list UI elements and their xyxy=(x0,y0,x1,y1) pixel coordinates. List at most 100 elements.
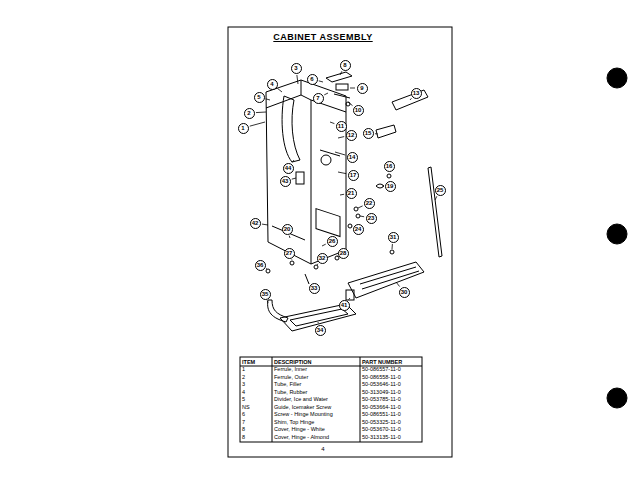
table-cell: Tube, Filler xyxy=(274,381,301,388)
table-header: ITEM xyxy=(242,359,255,366)
table-cell: 5 xyxy=(242,396,245,403)
divider xyxy=(296,172,304,184)
table-cell: Tube, Rubber xyxy=(274,389,307,396)
leader-line xyxy=(340,194,344,196)
leader-line xyxy=(291,259,292,261)
table-cell: 8 xyxy=(242,434,245,441)
leader-line xyxy=(360,216,364,218)
table-cell: 4 xyxy=(242,389,245,396)
leader-line xyxy=(319,81,323,82)
leader-line xyxy=(289,236,291,238)
callout-number: 20 xyxy=(282,224,293,235)
table-cell: Guide, Icemaker Screw xyxy=(274,404,331,411)
parts-table-rules xyxy=(240,357,422,442)
leader-line xyxy=(297,75,298,84)
filler-tube xyxy=(282,96,300,162)
top-hinge xyxy=(326,72,352,106)
callout-number: 15 xyxy=(363,128,374,139)
leader-line xyxy=(277,88,282,92)
table-cell: 50-053325-11-0 xyxy=(362,419,401,426)
callout-number: 21 xyxy=(346,188,357,199)
bracket xyxy=(376,125,396,138)
table-cell: 7 xyxy=(242,419,245,426)
punch-hole xyxy=(607,388,627,408)
rod xyxy=(428,167,442,257)
leader-line xyxy=(330,122,334,124)
callout-number: 7 xyxy=(313,93,324,104)
table-cell: Ferrule, Inner xyxy=(274,366,307,373)
callout-number: 17 xyxy=(348,170,359,181)
page-frame xyxy=(228,27,452,457)
leader-line xyxy=(358,206,363,208)
callout-number: 22 xyxy=(364,198,375,209)
callout-number: 6 xyxy=(307,74,318,85)
callout-number: 27 xyxy=(284,248,295,259)
callout-number: 28 xyxy=(338,248,349,259)
callout-number: 5 xyxy=(254,92,265,103)
leader-line xyxy=(292,178,296,179)
leader-line xyxy=(392,244,393,249)
leader-line xyxy=(350,88,355,89)
leader-line xyxy=(382,186,383,187)
leader-line xyxy=(324,93,328,95)
callout-number: 30 xyxy=(399,287,410,298)
table-cell: 50-053664-11-0 xyxy=(362,404,401,411)
callout-number: 10 xyxy=(353,105,364,116)
callout-number: 16 xyxy=(384,161,395,172)
callout-number: 34 xyxy=(315,325,326,336)
punch-hole xyxy=(607,68,627,88)
table-cell: 50-313135-11-0 xyxy=(362,434,401,441)
callout-number: 12 xyxy=(346,130,357,141)
table-cell: Divider, Ice and Water xyxy=(274,396,328,403)
grille xyxy=(346,262,424,300)
leader-line xyxy=(250,122,265,126)
table-header: PART NUMBER xyxy=(362,359,402,366)
callout-number: 9 xyxy=(357,83,368,94)
table-header: DESCRIPTION xyxy=(274,359,312,366)
table-cell: 6 xyxy=(242,411,245,418)
table-cell: 50-086557-11-0 xyxy=(362,366,401,373)
table-cell: Ferrule, Outer xyxy=(274,374,308,381)
table-cell: 50-053670-11-0 xyxy=(362,426,401,433)
callout-number: 42 xyxy=(250,218,261,229)
leader-line xyxy=(349,298,350,300)
callout-number: 26 xyxy=(327,236,338,247)
callout-number: 43 xyxy=(280,176,291,187)
table-cell: Shim, Top Hinge xyxy=(274,419,314,426)
table-cell: 50-313049-11-0 xyxy=(362,389,401,396)
table-cell: 50-086558-11-0 xyxy=(362,374,401,381)
leader-line xyxy=(318,322,319,323)
callout-number: 19 xyxy=(385,181,396,192)
table-cell: Screw - Hinge Mounting xyxy=(274,411,333,418)
callout-number: 25 xyxy=(435,185,446,196)
punch-hole xyxy=(607,224,627,244)
leader-line xyxy=(410,98,411,100)
table-cell: 50-053785-11-0 xyxy=(362,396,401,403)
leader-line xyxy=(322,244,326,246)
callout-number: 23 xyxy=(366,213,377,224)
callout-number: 31 xyxy=(388,232,399,243)
callout-number: 44 xyxy=(283,163,294,174)
callout-number: 14 xyxy=(347,152,358,163)
title: CABINET ASSEMBLY xyxy=(273,32,372,42)
table-cell: 50-053646-11-0 xyxy=(362,381,401,388)
table-cell: 1 xyxy=(242,366,245,373)
screws xyxy=(266,174,394,284)
drain-tube xyxy=(268,300,288,322)
cabinet-liner xyxy=(266,80,346,264)
callout-number: 41 xyxy=(339,300,350,311)
leader-line xyxy=(262,224,268,226)
page-number: 4 xyxy=(321,446,324,452)
callout-number: 24 xyxy=(353,224,364,235)
table-cell: 50-086551-11-0 xyxy=(362,411,401,418)
callout-number: 36 xyxy=(255,260,266,271)
table-cell: 8 xyxy=(242,426,245,433)
callout-number: 13 xyxy=(411,88,422,99)
table-cell: Cover, Hinge - Almond xyxy=(274,434,329,441)
callout-number: 4 xyxy=(267,79,278,90)
callout-number: 33 xyxy=(309,283,320,294)
callout-number: 35 xyxy=(260,289,271,300)
table-cell: 2 xyxy=(242,374,245,381)
callout-number: 32 xyxy=(317,253,328,264)
